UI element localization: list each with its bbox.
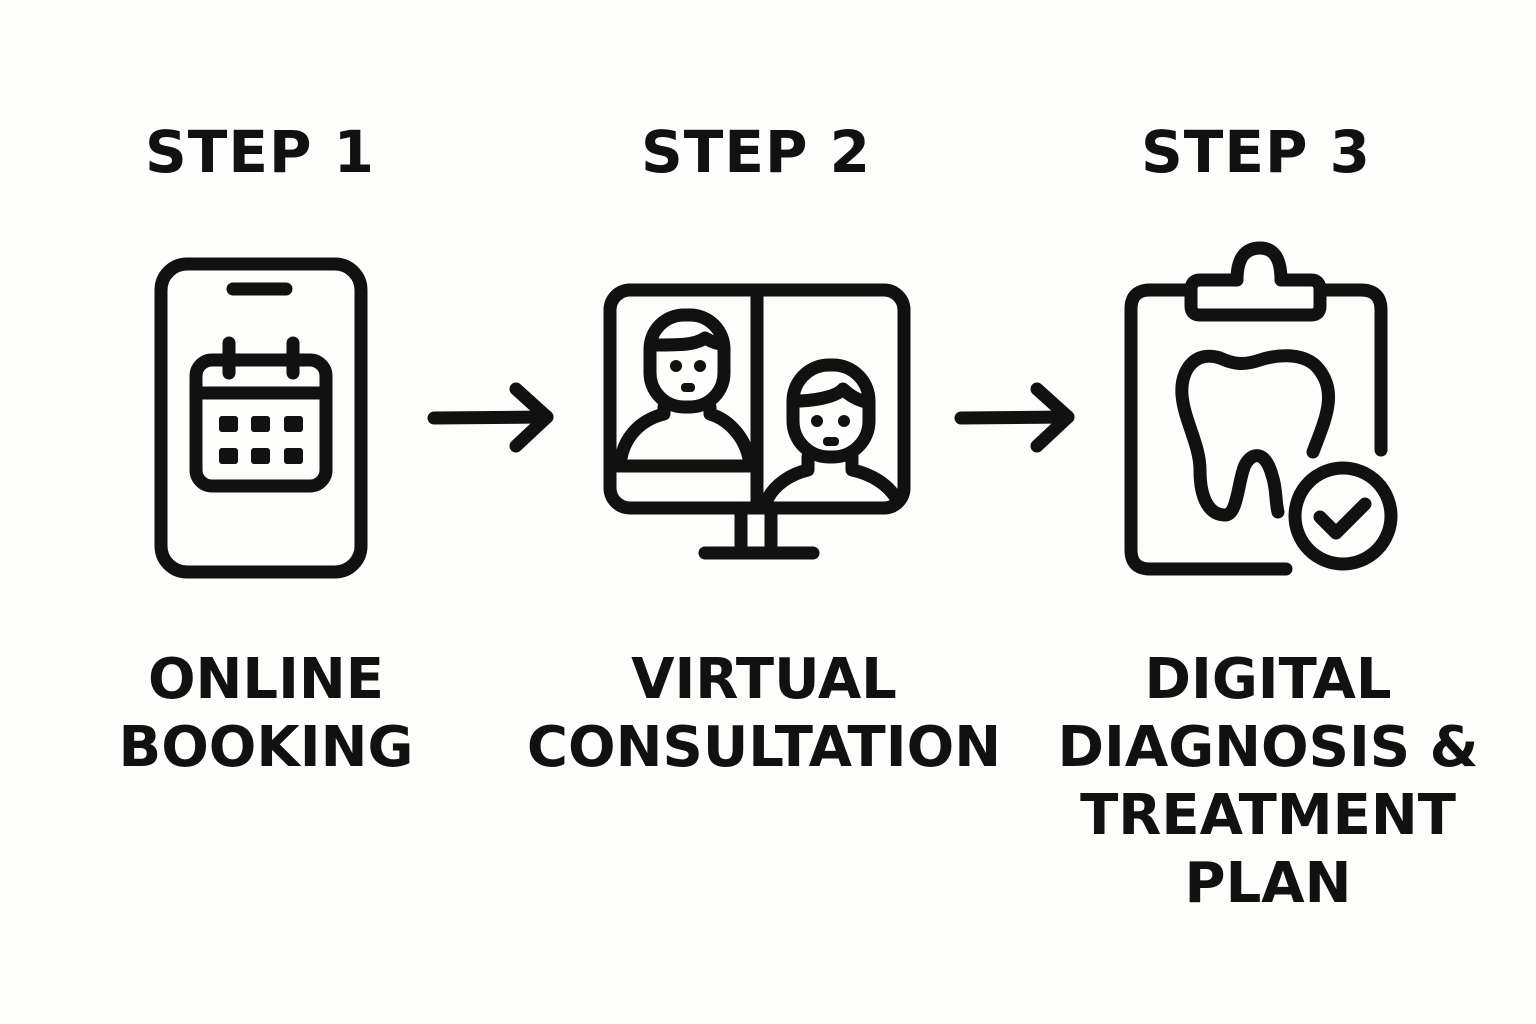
calendar-frame (189, 353, 333, 493)
phone-body (154, 257, 368, 579)
tooth (1175, 349, 1335, 522)
video-call-monitor-icon (603, 283, 911, 560)
clipboard-board (1124, 283, 1293, 576)
check-circle (1288, 461, 1398, 571)
clipboard-clip (1184, 241, 1327, 322)
step-3-label-line: PLAN (1184, 851, 1352, 916)
step-3-label-line: DIGITAL (1144, 647, 1392, 712)
arrow-right-icon (427, 382, 554, 453)
step-3-label-line: DIAGNOSIS & (1057, 715, 1479, 780)
phone-calendar-icon (154, 257, 368, 579)
step-2-label: VIRTUAL CONSULTATION (514, 646, 1014, 782)
calendar-day (251, 448, 270, 464)
calendar-day (251, 416, 270, 432)
calendar-day (284, 448, 303, 464)
step-3-label-line: TREATMENT (1080, 783, 1456, 848)
step-2-label-line: CONSULTATION (526, 715, 1002, 780)
arrow-right-icon (954, 382, 1075, 453)
person-left-icon (611, 308, 757, 473)
calendar-day (219, 416, 238, 432)
clipboard-board-right (1318, 283, 1388, 457)
clipboard-tooth-check-icon (1124, 241, 1398, 576)
step-3-label: DIGITAL DIAGNOSIS & TREATMENT PLAN (1018, 646, 1518, 918)
step-2-title: STEP 2 (640, 118, 871, 186)
checkmark (1313, 497, 1372, 540)
calendar-day (219, 448, 238, 464)
step-2-label-line: VIRTUAL (631, 647, 897, 712)
step-1-title: STEP 1 (144, 118, 375, 186)
person-right-icon (761, 358, 903, 505)
step-3-title: STEP 3 (1140, 118, 1371, 186)
calendar-day (284, 416, 303, 432)
step-1-label-line: BOOKING (118, 715, 414, 780)
step-1-label-line: ONLINE (147, 647, 385, 712)
step-1-label: ONLINE BOOKING (16, 646, 516, 782)
